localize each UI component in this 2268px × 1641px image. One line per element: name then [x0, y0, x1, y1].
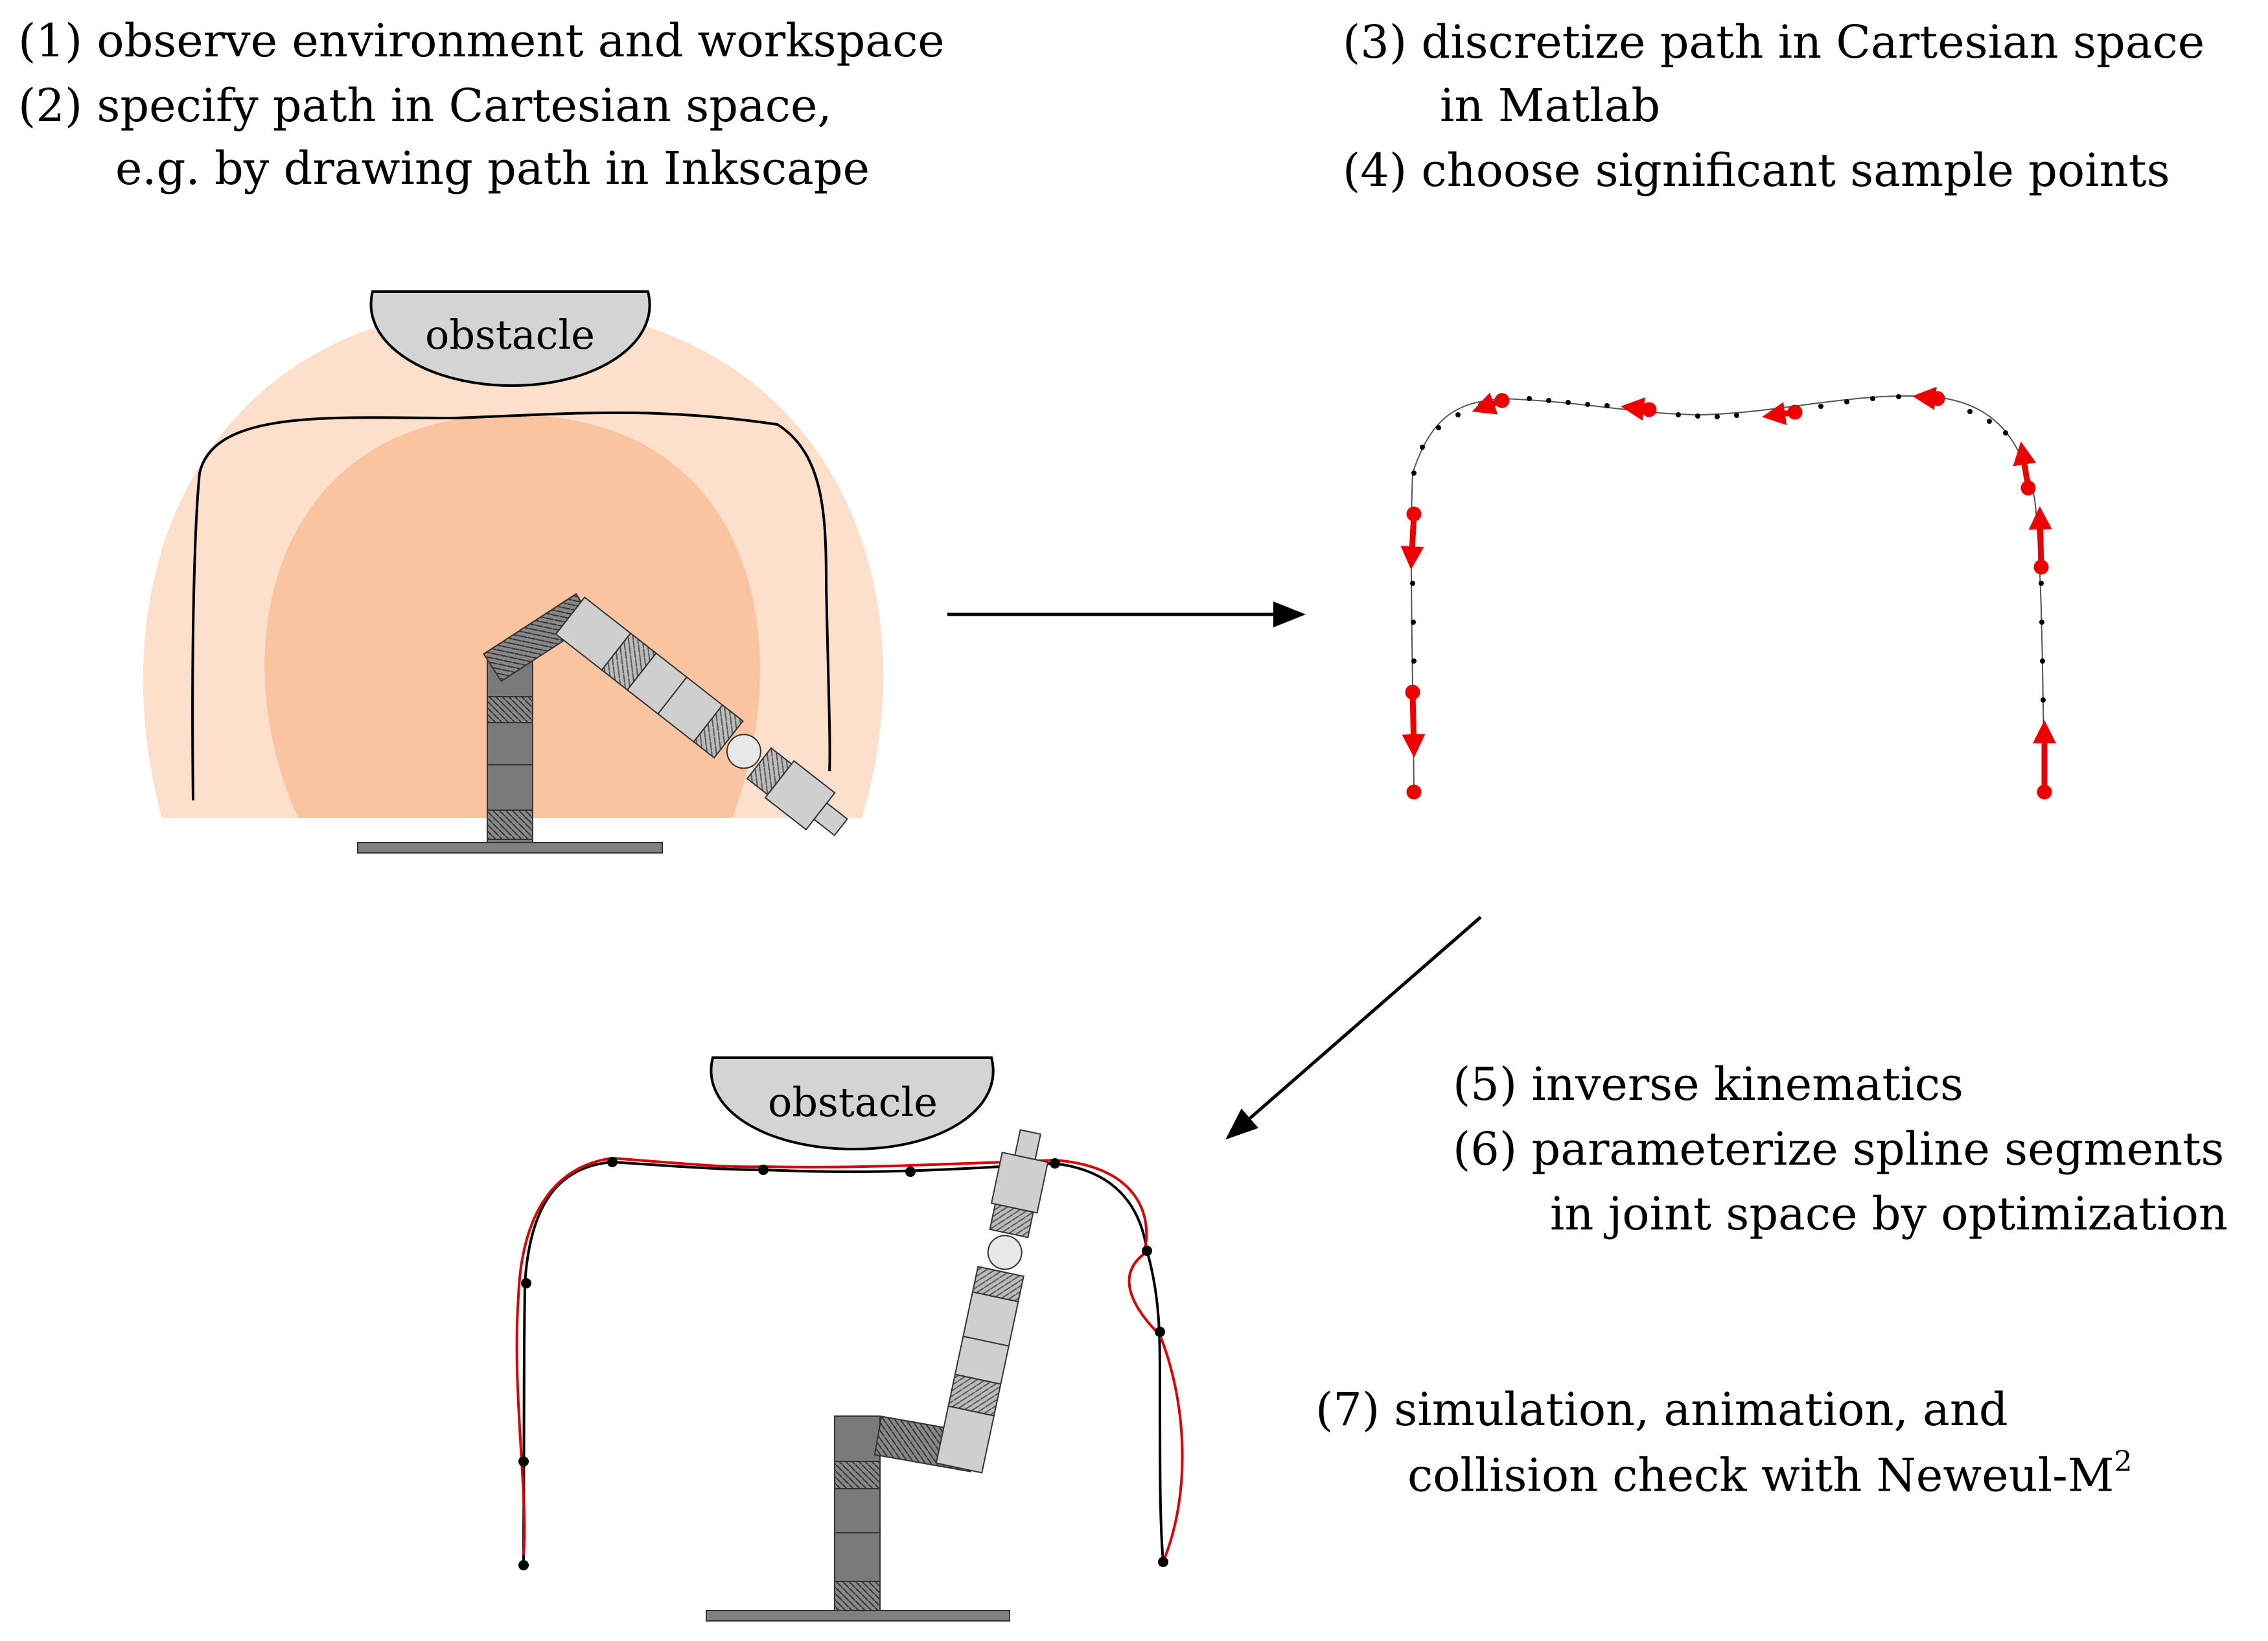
robot-joint-ribs-3 [834, 1461, 881, 1489]
step-7-text: (7) simulation, animation, and [1315, 1383, 2008, 1436]
step-5-text: (5) inverse kinematics [1453, 1058, 1963, 1111]
obstacle-shape [369, 290, 651, 388]
step-3-text: (3) discretize path in Cartesian space [1343, 16, 2205, 69]
simulation-panel: obstacle [515, 1056, 1184, 1622]
step-6-text: (6) parameterize spline segments [1453, 1123, 2225, 1176]
discretized-path-panel [1400, 386, 2056, 800]
obstacle-shape-2 [710, 1056, 995, 1151]
step-4-text: (4) choose significant sample points [1343, 144, 2170, 197]
step-7-subtext-main: collision check with Neweul-M [1407, 1449, 2114, 1502]
step-2-subtext: e.g. by drawing path in Inkscape [115, 142, 870, 195]
step-2-text: (2) specify path in Cartesian space, [18, 79, 832, 132]
robot-base-plate-2 [706, 1610, 1010, 1622]
robot-joint-ribs-1 [487, 696, 533, 723]
spline-nodes [518, 1157, 1168, 1570]
inner-workspace-region [264, 415, 760, 818]
workspace-panel: obstacle [143, 290, 884, 854]
arrow-to-simulation [1225, 916, 1482, 1140]
robot-base-plate [357, 842, 663, 854]
discretized-path-line [1410, 395, 2045, 793]
robot-joint-ribs-4 [834, 1581, 881, 1611]
step-3-subtext: in Matlab [1440, 79, 1661, 132]
robot-forearm-2 [935, 1129, 1049, 1474]
drawn-path [191, 411, 831, 801]
obstacle-label: obstacle [425, 311, 595, 358]
robot-forearm [555, 596, 848, 837]
step-7-subtext: collision check with Neweul-M2 [1407, 1448, 2132, 1498]
obstacle-label-2: obstacle [768, 1078, 938, 1126]
step-6-subtext: in joint space by optimization [1550, 1187, 2228, 1240]
robot-joint-ribs-2 [487, 809, 533, 840]
significant-sample-points [1400, 386, 2056, 800]
step-7-superscript: 2 [2114, 1445, 2133, 1478]
step-1-text: (1) observe environment and workspace [18, 14, 945, 67]
discretization-points [1410, 394, 2046, 748]
